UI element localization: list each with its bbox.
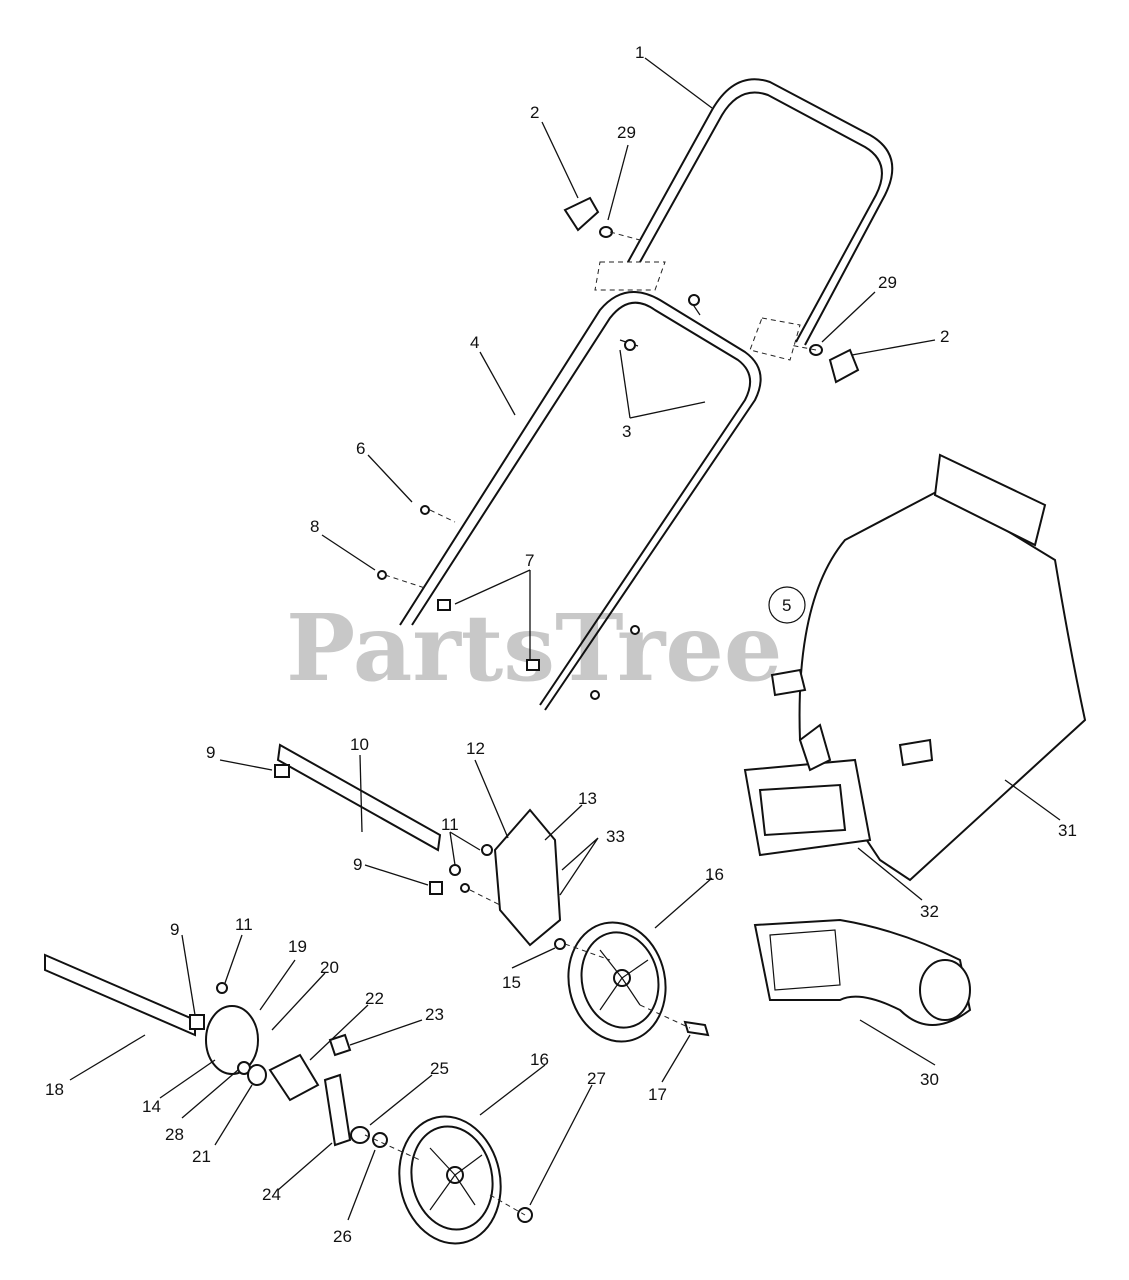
discharge-chute [753, 918, 972, 1026]
callout-26: 26 [333, 1227, 352, 1246]
callout-9-bottom: 9 [170, 920, 179, 939]
handle-knob-right [809, 344, 860, 384]
callout-9-top: 9 [206, 743, 215, 762]
callout-29-right: 29 [878, 273, 897, 292]
callout-3: 3 [622, 422, 631, 441]
callout-27: 27 [587, 1069, 606, 1088]
grass-bag [770, 453, 1087, 882]
callout-labels: 1 2 29 29 2 3 4 6 8 7 5 9 10 12 11 13 33… [45, 43, 1077, 1246]
callout-24: 24 [262, 1185, 281, 1204]
callout-20: 20 [320, 958, 339, 977]
callout-7: 7 [525, 551, 534, 570]
callout-5: 5 [782, 596, 791, 615]
upper-handle [594, 78, 894, 361]
callout-32: 32 [920, 902, 939, 921]
callout-10: 10 [350, 735, 369, 754]
watermark-text: PartsTree [286, 594, 782, 702]
callout-9-middle: 9 [353, 855, 362, 874]
handle-knob-left [563, 196, 613, 238]
leader-lines [69, 57, 1061, 1221]
callout-29-left: 29 [617, 123, 636, 142]
callout-11-top: 11 [441, 815, 459, 834]
rear-bar [274, 743, 443, 895]
callout-2-left: 2 [530, 103, 539, 122]
callout-16-rear: 16 [530, 1050, 549, 1069]
callout-16-front: 16 [705, 865, 724, 884]
callout-5-circle [768, 586, 806, 624]
callout-6: 6 [356, 439, 365, 458]
callout-4: 4 [470, 333, 479, 352]
callout-13: 13 [578, 789, 597, 808]
callout-14: 14 [142, 1097, 161, 1116]
callout-28: 28 [165, 1125, 184, 1144]
callout-25: 25 [430, 1059, 449, 1078]
rear-wheel [398, 1115, 502, 1245]
callout-2-right: 2 [940, 327, 949, 346]
front-wheel [567, 921, 667, 1043]
callout-33: 33 [606, 827, 625, 846]
callout-31: 31 [1058, 821, 1077, 840]
callout-19: 19 [288, 937, 307, 956]
callout-30: 30 [920, 1070, 939, 1089]
callout-12: 12 [466, 739, 485, 758]
height-adjuster-plate [449, 808, 566, 950]
callout-22: 22 [365, 989, 384, 1008]
callout-8: 8 [310, 517, 319, 536]
bag-frame [743, 723, 872, 857]
callout-17: 17 [648, 1085, 667, 1104]
wheel-adjuster-assembly [205, 982, 388, 1148]
callout-21: 21 [192, 1147, 211, 1166]
callout-1: 1 [635, 43, 644, 62]
callout-11-bottom: 11 [235, 915, 253, 934]
callout-15: 15 [502, 973, 521, 992]
handle-bolts [377, 294, 700, 700]
front-axle [44, 953, 205, 1037]
assembly-lines [364, 231, 817, 1216]
callout-23: 23 [425, 1005, 444, 1024]
callout-18: 18 [45, 1080, 64, 1099]
